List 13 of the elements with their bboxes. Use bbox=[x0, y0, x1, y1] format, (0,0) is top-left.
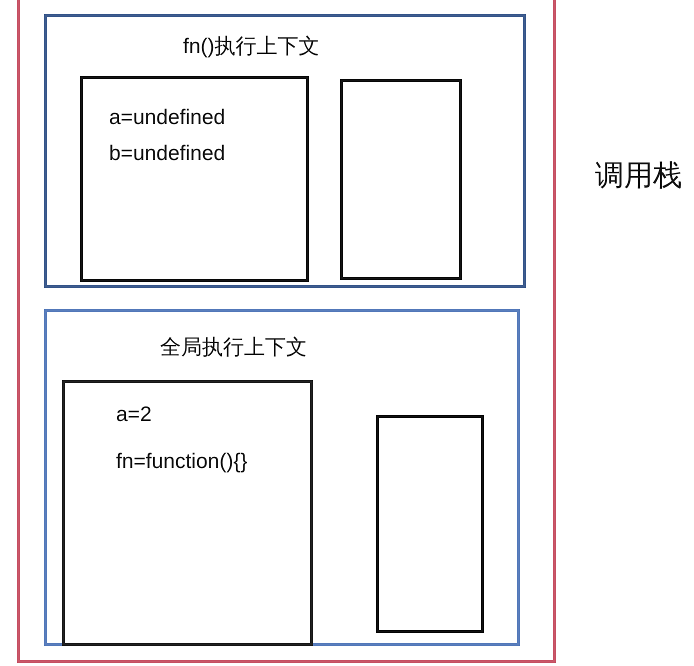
variable-text: a=2 bbox=[116, 402, 152, 428]
heading: 全局执行上下文 bbox=[160, 335, 307, 361]
context-box bbox=[44, 309, 520, 646]
empty-box bbox=[376, 415, 484, 633]
variable-text: b=undefined bbox=[109, 141, 226, 167]
heading: fn()执行上下文 bbox=[183, 34, 320, 60]
stack-label: 调用栈 bbox=[595, 158, 682, 194]
context-box bbox=[44, 14, 526, 288]
empty-box bbox=[340, 79, 462, 280]
variable-box bbox=[80, 76, 309, 282]
variable-box bbox=[62, 380, 313, 646]
variable-text: fn=function(){} bbox=[116, 449, 248, 475]
variable-text: a=undefined bbox=[109, 105, 226, 131]
